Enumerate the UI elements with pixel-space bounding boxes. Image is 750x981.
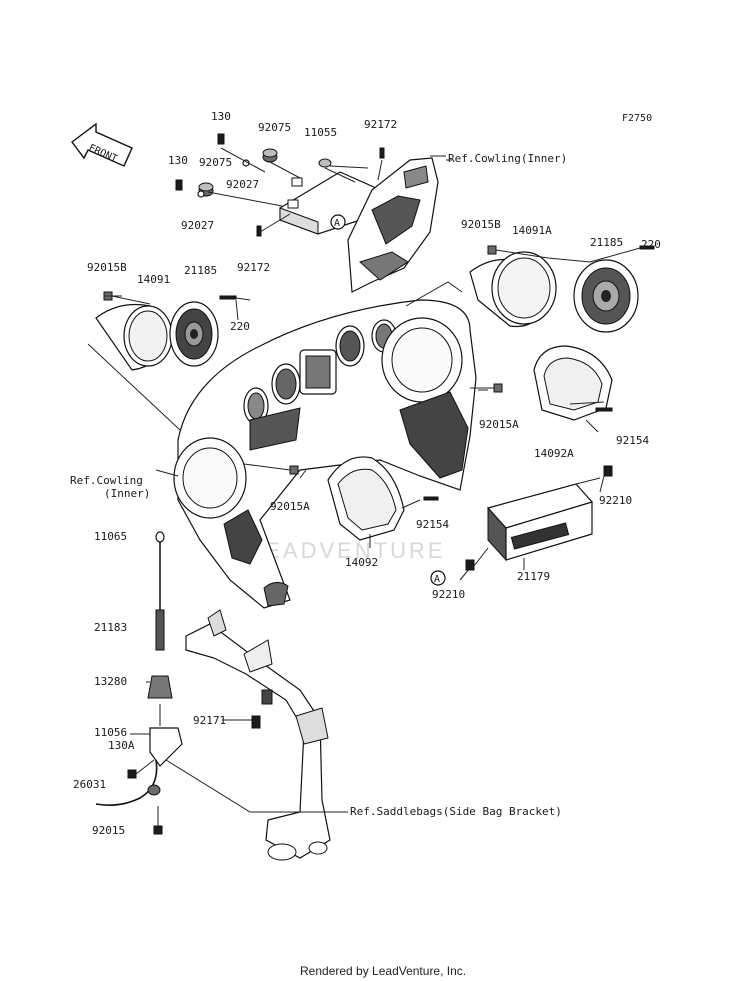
speaker-cover-14092A (533, 345, 613, 421)
callout-130A: 130A (108, 739, 135, 752)
callout-21183: 21183 (94, 621, 127, 634)
callout-26031: 26031 (73, 778, 106, 791)
top-bracket-assembly: A (175, 133, 385, 237)
callout-ref-saddlebags: Ref.Saddlebags(Side Bag Bracket) (350, 805, 562, 818)
callout-21185-right: 21185 (590, 236, 623, 249)
callout-14092: 14092 (345, 556, 378, 569)
callout-92172-bottom: 92172 (237, 261, 270, 274)
callout-ref-cowling-top: Ref.Cowling(Inner) (448, 152, 567, 165)
callout-92210-top: 92210 (599, 494, 632, 507)
callout-92075-top: 92075 (258, 121, 291, 134)
callout-92210-bottom: 92210 (432, 588, 465, 601)
callout-21185-left: 21185 (184, 264, 217, 277)
radio-21179 (465, 465, 613, 571)
clip-92015A-right (493, 383, 503, 393)
watermark-text: LEADVENTURE (250, 538, 446, 563)
screw-92210-bottom (465, 559, 475, 571)
callout-92171: 92171 (193, 714, 226, 727)
antenna-cable-26031 (95, 759, 158, 806)
bolt-130-top (217, 133, 225, 145)
callout-ref-cowling-left-1: Ref.Cowling (70, 474, 143, 487)
grommet-92075-top (262, 148, 278, 163)
bolt-130-left (175, 179, 183, 191)
screw-92210-top (603, 465, 613, 477)
washer-92027-left (197, 190, 205, 198)
callout-11056: 11056 (94, 726, 127, 739)
callout-14091: 14091 (137, 273, 170, 286)
saddlebag-bracket (165, 609, 348, 861)
callout-21179: 21179 (517, 570, 550, 583)
marker-a-top-label: A (334, 218, 340, 229)
clip-92015A-mid (289, 465, 299, 475)
antenna-bracket-11056 (149, 727, 183, 767)
callout-92172-top: 92172 (364, 118, 397, 131)
antenna-base-13280 (147, 675, 173, 699)
callout-92015A-right: 92015A (479, 418, 519, 431)
callout-220-right: 220 (641, 238, 661, 251)
screw-92172-bottom (256, 225, 262, 237)
nut-92015 (153, 825, 163, 835)
inner-fairing (173, 299, 503, 609)
callout-14092A: 14092A (534, 447, 574, 460)
speaker-cover-14092 (327, 456, 439, 541)
diagram-code: F2750 (622, 113, 652, 124)
callout-ref-cowling-left-2: (Inner) (104, 487, 150, 500)
bolt-130A (127, 769, 137, 779)
callout-130-left: 130 (168, 154, 188, 167)
callout-92154-mid: 92154 (416, 518, 449, 531)
callout-92027-left: 92027 (181, 219, 214, 232)
screw-220-left (219, 295, 237, 300)
callout-92075-left: 92075 (199, 156, 232, 169)
callout-92015A-mid: 92015A (270, 500, 310, 513)
callout-14091A: 14091A (512, 224, 552, 237)
callout-92015B-left: 92015B (87, 261, 127, 274)
callout-92015: 92015 (92, 824, 125, 837)
right-speaker-group (469, 245, 655, 333)
front-arrow-icon: FRONT (71, 122, 133, 167)
antenna-21183 (155, 609, 165, 651)
antenna-assembly (95, 531, 183, 835)
clip-92015B-right (487, 245, 497, 255)
callout-11055: 11055 (304, 126, 337, 139)
screw-220-right (639, 245, 655, 250)
speaker-21185-right (573, 259, 639, 333)
marker-a-bottom (430, 570, 446, 586)
marker-a-bottom-label: A (434, 574, 440, 585)
callout-92015B-right: 92015B (461, 218, 501, 231)
screw-92172-top (379, 147, 385, 159)
callout-92154-right: 92154 (616, 434, 649, 447)
left-speaker-group (95, 291, 251, 371)
callout-130-top: 130 (211, 110, 231, 123)
speaker-21185-left (169, 301, 219, 367)
speaker-grille-14091 (95, 303, 173, 371)
marker-a-top (330, 214, 346, 230)
antenna-cap-11065 (155, 531, 165, 543)
callout-92027-right: 92027 (226, 178, 259, 191)
callout-11065: 11065 (94, 530, 127, 543)
clip-92171 (251, 715, 261, 729)
footer-credit: Rendered by LeadVenture, Inc. (300, 964, 466, 978)
callout-13280: 13280 (94, 675, 127, 688)
speaker-grille-14091A (469, 251, 557, 328)
cowling-inner-top (347, 155, 446, 293)
callout-220-left: 220 (230, 320, 250, 333)
